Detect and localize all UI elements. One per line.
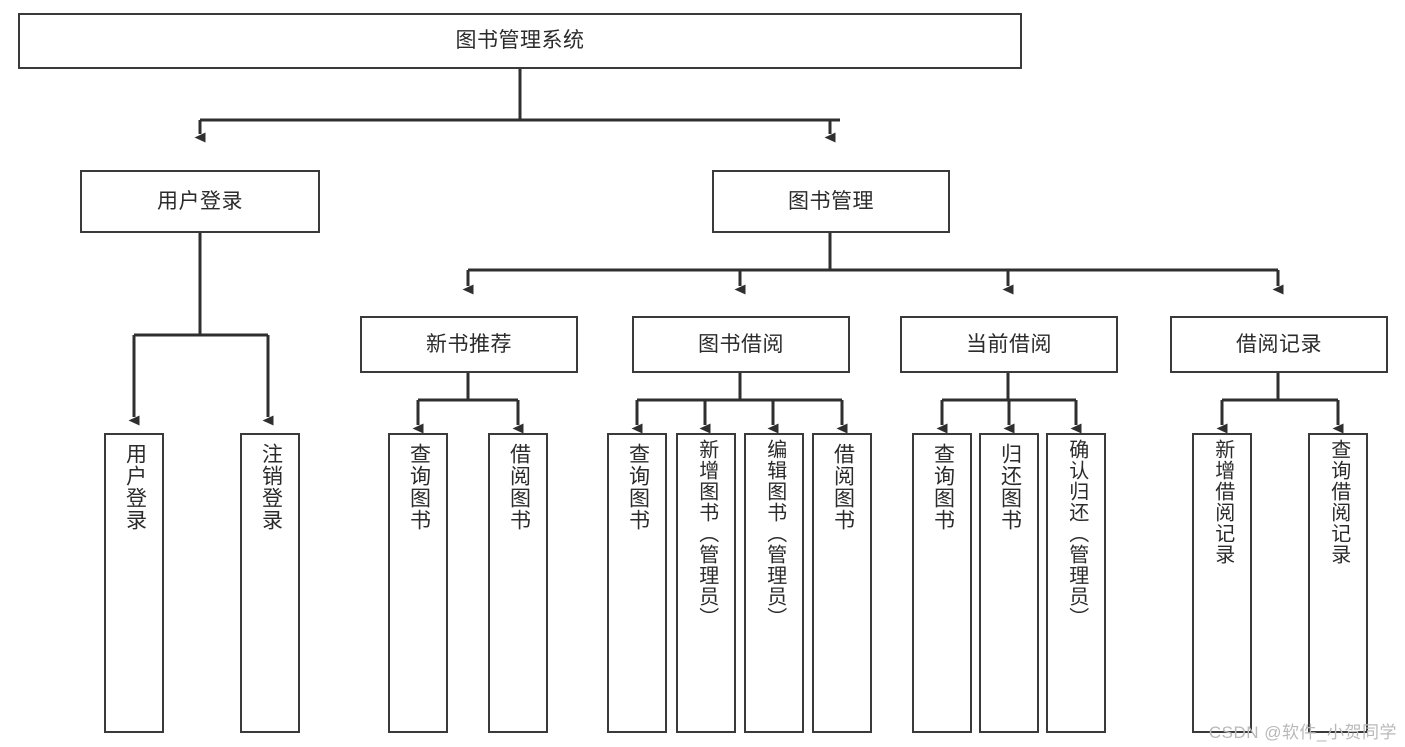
node-leaf-return-book[interactable]: 归还图书: [979, 433, 1039, 733]
node-label: 图书借阅: [698, 332, 784, 356]
node-label: 用户登录: [157, 189, 243, 213]
node-label: 借阅图书: [831, 443, 855, 531]
node-label: 新书推荐: [426, 332, 512, 356]
node-label: 用户登录: [123, 443, 147, 531]
node-label: 新增图书（管理员）: [695, 439, 718, 628]
node-root-图书管理系统[interactable]: 图书管理系统: [18, 13, 1022, 69]
node-book-borrow[interactable]: 图书借阅: [632, 316, 850, 373]
node-borrow-record[interactable]: 借阅记录: [1170, 316, 1388, 373]
node-label: 借阅记录: [1236, 332, 1322, 356]
node-label: 归还图书: [998, 443, 1022, 531]
csdn-watermark: CSDN @软件_小贺同学: [1208, 723, 1397, 742]
node-leaf-query-record[interactable]: 查询借阅记录: [1308, 433, 1368, 733]
node-leaf-logout[interactable]: 注销登录: [240, 433, 300, 733]
node-leaf-user-login[interactable]: 用户登录: [104, 433, 164, 733]
node-user-login[interactable]: 用户登录: [80, 170, 320, 233]
node-label: 借阅图书: [507, 443, 531, 531]
node-current-borrow[interactable]: 当前借阅: [900, 316, 1118, 373]
node-leaf-query-book-3[interactable]: 查询图书: [912, 433, 972, 733]
node-label: 新增借阅记录: [1211, 439, 1234, 565]
node-label: 当前借阅: [966, 332, 1052, 356]
node-leaf-confirm-return[interactable]: 确认归还（管理员）: [1046, 433, 1106, 733]
node-label: 查询图书: [931, 443, 955, 531]
node-label: 确认归还（管理员）: [1065, 439, 1088, 628]
node-label: 编辑图书（管理员）: [763, 439, 786, 628]
node-leaf-query-book-2[interactable]: 查询图书: [607, 433, 667, 733]
node-leaf-add-record[interactable]: 新增借阅记录: [1192, 433, 1252, 733]
node-leaf-edit-book[interactable]: 编辑图书（管理员）: [744, 433, 804, 733]
node-leaf-borrow-book-2[interactable]: 借阅图书: [812, 433, 872, 733]
node-leaf-borrow-book-1[interactable]: 借阅图书: [488, 433, 548, 733]
node-label: 查询图书: [626, 443, 650, 531]
node-book-manage[interactable]: 图书管理: [712, 170, 950, 233]
node-label: 注销登录: [259, 443, 283, 531]
node-label: 图书管理: [788, 189, 874, 213]
node-leaf-add-book[interactable]: 新增图书（管理员）: [676, 433, 736, 733]
node-label: 查询借阅记录: [1327, 439, 1350, 565]
node-leaf-query-book-1[interactable]: 查询图书: [388, 433, 448, 733]
node-new-book-rec[interactable]: 新书推荐: [360, 316, 578, 373]
node-label: 图书管理系统: [455, 29, 585, 53]
node-label: 查询图书: [407, 443, 431, 531]
